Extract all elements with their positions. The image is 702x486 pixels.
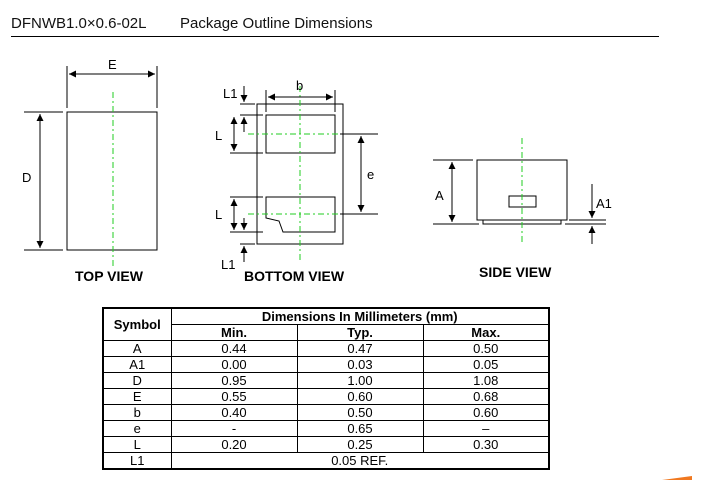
typ-cell: 0.60	[296, 388, 424, 405]
typ-header: Typ.	[296, 324, 424, 341]
min-cell: 0.55	[170, 388, 298, 405]
dim-label-a1: A1	[596, 196, 612, 211]
typ-cell: 0.50	[296, 404, 424, 421]
max-cell: 0.30	[422, 436, 550, 453]
table-row: b 0.40 0.50 0.60	[102, 404, 550, 421]
symbol-cell: e	[102, 420, 172, 437]
symbol-cell: A	[102, 340, 172, 357]
dimensions-table: Symbol Dimensions In Millimeters (mm) Mi…	[102, 307, 551, 470]
max-cell: 0.60	[422, 404, 550, 421]
typ-cell: 1.00	[296, 372, 424, 389]
bottom-view-label: BOTTOM VIEW	[244, 268, 345, 284]
symbol-cell: L1	[102, 452, 172, 470]
part-number: DFNWB1.0×0.6-02L	[11, 15, 147, 32]
dim-label-a: A	[435, 188, 444, 203]
max-header: Max.	[422, 324, 550, 341]
symbol-cell: A1	[102, 356, 172, 373]
dim-label-e: E	[108, 57, 117, 72]
max-cell: 0.05	[422, 356, 550, 373]
min-cell: 0.95	[170, 372, 298, 389]
min-cell: -	[170, 420, 298, 437]
dim-label-e-pitch: e	[367, 167, 375, 182]
dim-label-b: b	[296, 78, 304, 93]
symbol-cell: L	[102, 436, 172, 453]
top-view-drawing	[24, 66, 158, 268]
accent-mark	[662, 476, 692, 480]
package-outline-drawing	[24, 66, 606, 268]
top-view-label: TOP VIEW	[75, 268, 143, 284]
page-title: Package Outline Dimensions	[180, 15, 373, 32]
dim-label-l-top: L	[215, 128, 223, 143]
table-row: L1 0.05 REF.	[102, 452, 550, 470]
dim-label-l1-bottom: L1	[221, 257, 236, 272]
bottom-view-drawing	[230, 86, 378, 262]
min-cell: 0.00	[170, 356, 298, 373]
max-cell: –	[422, 420, 550, 437]
document-header: DFNWB1.0×0.6-02L Package Outline Dimensi…	[11, 12, 659, 37]
symbol-cell: D	[102, 372, 172, 389]
symbol-cell: b	[102, 404, 172, 421]
table-row: D 0.95 1.00 1.08	[102, 372, 550, 389]
side-view-label: SIDE VIEW	[479, 264, 552, 280]
table-row: A 0.44 0.47 0.50	[102, 340, 550, 357]
table-row: A1 0.00 0.03 0.05	[102, 356, 550, 373]
pad-bottom	[265, 196, 336, 233]
table-row: E 0.55 0.60 0.68	[102, 388, 550, 405]
table-row: e - 0.65 –	[102, 420, 550, 437]
reference-value-cell: 0.05 REF.	[170, 452, 550, 470]
min-cell: 0.44	[170, 340, 298, 357]
typ-cell: 0.03	[296, 356, 424, 373]
min-header: Min.	[170, 324, 298, 341]
max-cell: 1.08	[422, 372, 550, 389]
symbol-cell: E	[102, 388, 172, 405]
dimensions-group-header: Dimensions In Millimeters (mm)	[170, 307, 550, 325]
min-cell: 0.40	[170, 404, 298, 421]
side-view-drawing	[433, 138, 606, 244]
typ-cell: 0.47	[296, 340, 424, 357]
table-row: L 0.20 0.25 0.30	[102, 436, 550, 453]
dim-label-l1-top: L1	[223, 86, 238, 101]
max-cell: 0.50	[422, 340, 550, 357]
min-cell: 0.20	[170, 436, 298, 453]
dim-label-d: D	[22, 170, 32, 185]
top-view-body	[66, 111, 158, 251]
dim-label-l-bottom: L	[215, 207, 223, 222]
typ-cell: 0.25	[296, 436, 424, 453]
max-cell: 0.68	[422, 388, 550, 405]
typ-cell: 0.65	[296, 420, 424, 437]
symbol-header: Symbol	[102, 307, 172, 341]
